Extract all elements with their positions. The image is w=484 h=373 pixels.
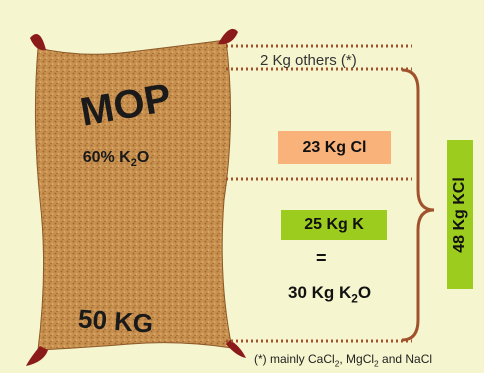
k2o-suffix: O bbox=[357, 283, 372, 302]
footnote-part-c: and NaCl bbox=[378, 352, 433, 366]
potassium-box: 25 Kg K bbox=[281, 210, 387, 240]
footnote-sub-b: 2 bbox=[374, 358, 379, 369]
k2o-label: 30 Kg K2O bbox=[288, 283, 371, 305]
footnote-part-a: (*) mainly CaCl bbox=[254, 352, 335, 366]
chlorine-label: 23 Kg Cl bbox=[302, 138, 367, 156]
bag-grade: 60% K2O bbox=[83, 149, 150, 169]
k2o-prefix: 30 Kg K bbox=[288, 283, 352, 302]
footnote-part-b: , MgCl bbox=[339, 352, 375, 366]
potassium-label: 25 Kg K bbox=[304, 216, 364, 233]
footnote-sub-a: 2 bbox=[334, 358, 340, 369]
chlorine-box: 23 Kg Cl bbox=[278, 131, 391, 164]
kcl-label: 48 Kg KCl bbox=[451, 176, 468, 253]
sack-corner-top-left bbox=[30, 34, 46, 51]
kcl-box: 48 Kg KCl bbox=[447, 140, 473, 289]
k2o-subscript: 2 bbox=[351, 291, 358, 306]
equals-sign: = bbox=[316, 248, 327, 268]
curly-bracket bbox=[401, 68, 435, 342]
others-label: 2 Kg others (*) bbox=[260, 52, 357, 69]
sack-corner-bottom-left bbox=[26, 346, 48, 366]
sack-corner-bottom-right bbox=[226, 340, 246, 358]
bag-weight: 50 KG bbox=[77, 303, 154, 338]
footnote: (*) mainly CaCl2, MgCl2 and NaCl bbox=[254, 352, 432, 368]
sack-corner-top-right bbox=[218, 28, 238, 45]
